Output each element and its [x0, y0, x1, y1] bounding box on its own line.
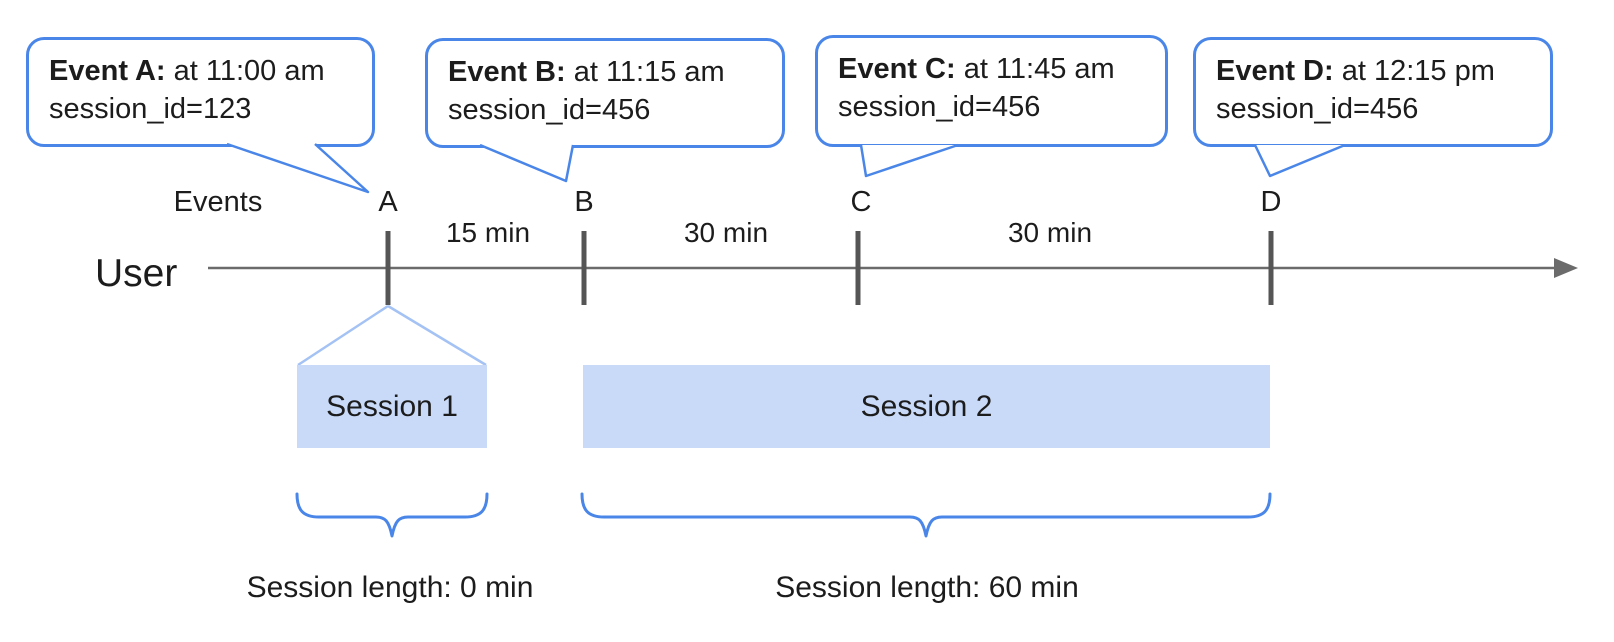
- event-b-time: at 11:15 am: [565, 56, 725, 88]
- curly-brace-session2: [580, 492, 1272, 538]
- event-a-title: Event A:: [49, 55, 166, 87]
- event-d-line1: Event D: at 12:15 pm: [1216, 52, 1538, 90]
- event-c-callout: Event C: at 11:45 am session_id=456: [815, 35, 1168, 147]
- session1-label: Session 1: [326, 389, 458, 423]
- funnel-line-left: [297, 304, 389, 367]
- bubble-tail-a-fill: [227, 144, 368, 192]
- session1-bar: Session 1: [297, 365, 487, 448]
- event-a-line1: Event A: at 11:00 am: [49, 52, 360, 90]
- event-c-session-id: session_id=456: [838, 91, 1041, 123]
- interval-c-d: 30 min: [1007, 217, 1093, 248]
- bubble-tail-c-fill: [861, 145, 958, 176]
- event-d-time: at 12:15 pm: [1333, 55, 1495, 87]
- session2-length-label: Session length: 60 min: [775, 571, 1079, 604]
- event-b-session-id: session_id=456: [448, 94, 651, 126]
- interval-b-c: 30 min: [683, 217, 769, 248]
- bubble-tail-d-fill: [1255, 145, 1345, 176]
- event-a-callout: Event A: at 11:00 am session_id=123: [26, 37, 375, 147]
- events-row-label: Events: [173, 186, 263, 218]
- session1-length-label: Session length: 0 min: [246, 571, 534, 604]
- funnel-line-right: [387, 304, 487, 367]
- event-c-title: Event C:: [838, 53, 956, 85]
- bubble-tail-b-fill: [480, 145, 573, 181]
- event-a-time: at 11:00 am: [165, 55, 325, 87]
- event-mark-c: C: [850, 186, 872, 218]
- event-mark-a: A: [378, 186, 398, 218]
- timeline-arrowhead-icon: [1554, 258, 1578, 278]
- user-row-label: User: [95, 252, 178, 295]
- curly-brace-session1: [295, 492, 489, 538]
- event-c-time: at 11:45 am: [955, 53, 1115, 85]
- interval-a-b: 15 min: [445, 217, 531, 248]
- speech-bubble-tail-d: [1253, 143, 1346, 178]
- speech-bubble-tail-a: [226, 142, 370, 194]
- session2-bar: Session 2: [583, 365, 1270, 448]
- speech-bubble-tail-b: [479, 143, 575, 183]
- event-b-line1: Event B: at 11:15 am: [448, 53, 770, 91]
- speech-bubble-tail-c: [859, 143, 959, 178]
- event-d-title: Event D:: [1216, 55, 1334, 87]
- event-d-session-id: session_id=456: [1216, 93, 1419, 125]
- event-c-line1: Event C: at 11:45 am: [838, 50, 1153, 88]
- event-b-title: Event B:: [448, 56, 566, 88]
- event-b-callout: Event B: at 11:15 am session_id=456: [425, 38, 785, 148]
- event-mark-d: D: [1260, 186, 1282, 218]
- session2-label: Session 2: [860, 389, 993, 423]
- event-mark-b: B: [574, 186, 594, 218]
- event-d-callout: Event D: at 12:15 pm session_id=456: [1193, 37, 1553, 147]
- event-a-session-id: session_id=123: [49, 93, 252, 125]
